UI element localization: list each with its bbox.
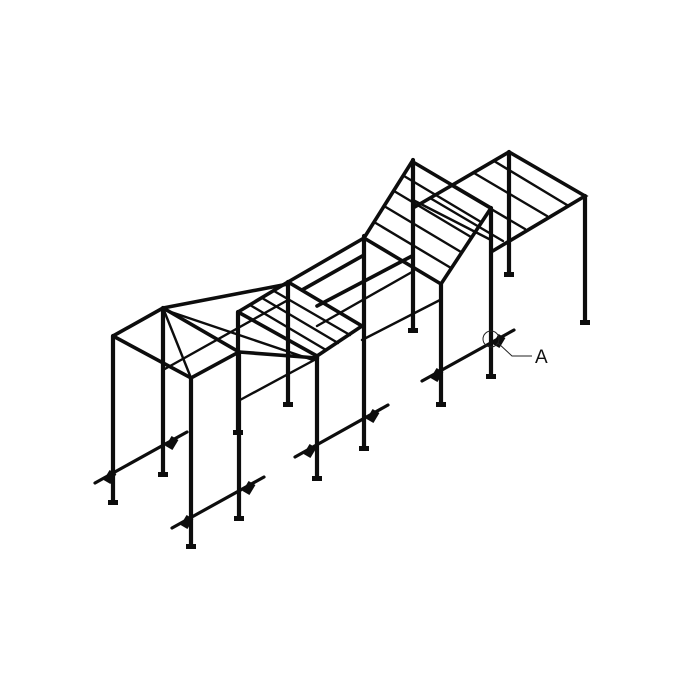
link-rail — [286, 236, 366, 284]
barbell — [293, 403, 390, 459]
rung — [372, 220, 453, 270]
base-plate — [359, 446, 369, 451]
base-plate — [486, 374, 496, 379]
barbell-plate — [242, 480, 256, 496]
barbell-plate — [180, 514, 194, 530]
cross-brace — [411, 198, 493, 242]
base-plate — [158, 472, 168, 477]
barbell — [170, 475, 266, 530]
rung — [402, 174, 483, 224]
incline-rail — [362, 158, 415, 240]
base-plate — [580, 320, 590, 325]
rack-module-4 — [411, 149, 590, 325]
low-rail — [360, 298, 442, 342]
barbell-plate — [303, 443, 317, 459]
base-plate — [436, 402, 446, 407]
rung — [272, 289, 352, 337]
incline-ladder-rungs — [372, 174, 483, 270]
low-rail — [238, 356, 320, 402]
rung — [248, 303, 328, 352]
link-rail — [300, 253, 366, 292]
callout-label: A — [535, 347, 548, 368]
rung — [472, 171, 549, 218]
rung — [382, 204, 463, 254]
base-plate — [108, 500, 118, 505]
barbell-plate — [366, 408, 380, 424]
monkey-bar-rungs — [428, 159, 569, 243]
rung — [450, 184, 527, 231]
rung — [492, 159, 569, 207]
rack-module-1 — [108, 305, 244, 549]
base-plate — [186, 544, 196, 549]
top-crossbar — [161, 306, 193, 380]
callout-circle — [482, 330, 500, 348]
barbell-plate — [103, 469, 117, 485]
top-frame — [411, 149, 589, 254]
base-plate — [312, 476, 322, 481]
rung — [428, 196, 505, 243]
monkey-bar-rungs — [248, 289, 352, 352]
barbell-plate — [430, 367, 444, 383]
callout-leader-line — [497, 342, 532, 357]
barbell — [420, 328, 516, 383]
base-plate — [234, 516, 244, 521]
base-plate — [283, 402, 293, 407]
frame-beam — [362, 236, 443, 286]
base-plate — [233, 430, 243, 435]
rung — [392, 189, 473, 239]
incline-rail — [439, 206, 493, 286]
barbell-plate — [165, 435, 179, 451]
link-rails-2-3 — [238, 236, 442, 402]
callout-a: A — [482, 330, 548, 368]
link-beam — [161, 282, 290, 310]
base-plate — [408, 328, 418, 333]
barbell — [93, 430, 189, 485]
base-plate — [504, 272, 514, 277]
low-rail — [161, 298, 290, 372]
rung — [260, 296, 340, 345]
